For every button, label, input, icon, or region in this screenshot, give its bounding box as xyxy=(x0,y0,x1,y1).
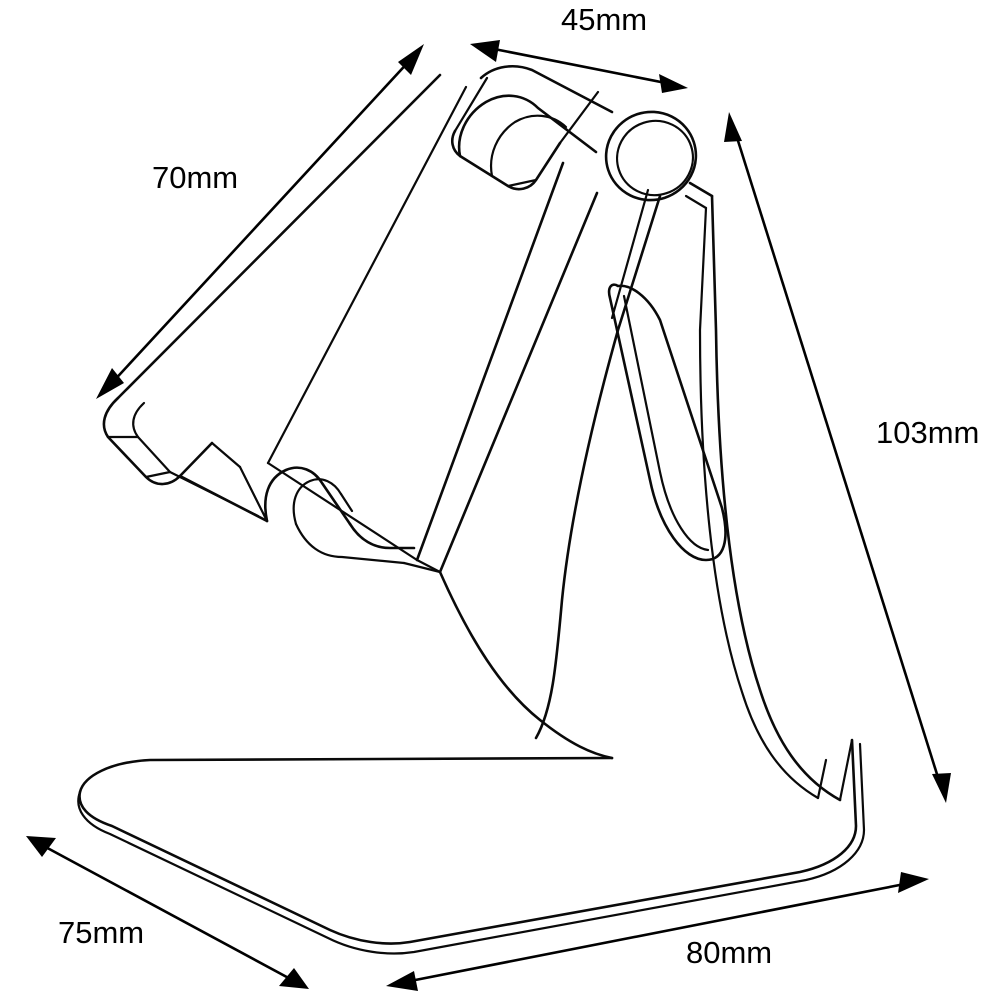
dimension-80mm-arrow-start xyxy=(386,971,418,991)
dimension-line-103mm xyxy=(724,112,951,803)
base-plate-top-face xyxy=(78,738,858,945)
pivot-disc xyxy=(604,110,714,210)
dimension-45mm-arrow-end xyxy=(659,74,688,93)
dimension-line-80mm xyxy=(386,872,929,991)
dimension-line-75mm xyxy=(26,836,309,989)
support-arm xyxy=(438,188,842,802)
cradle-panel-fold-line xyxy=(266,85,468,465)
dimension-103mm-arrow-end xyxy=(932,773,951,803)
dimension-80mm-shaft xyxy=(399,880,916,985)
dimension-75mm-arrow-end xyxy=(279,968,309,989)
dimension-45mm-arrow-start xyxy=(470,40,500,62)
pivot-disc-tab-top xyxy=(688,181,714,198)
dimension-label-70mm: 70mm xyxy=(152,160,239,195)
cradle-lip-lower-rail xyxy=(294,522,406,565)
teardrop-slot-outer xyxy=(607,283,727,562)
support-arm-outer-edge-inner xyxy=(698,206,820,800)
cradle-panel-top-edge xyxy=(116,73,442,400)
cradle-lip-trough-step xyxy=(238,465,269,523)
hinge-notch-pocket xyxy=(450,129,562,191)
hinge-barrel-inner-arc xyxy=(490,114,568,178)
dimension-103mm-arrow-start xyxy=(724,112,742,142)
dimension-70mm-shaft xyxy=(109,57,413,386)
dimension-70mm-arrow-start xyxy=(96,368,124,399)
dimension-label-80mm: 80mm xyxy=(686,935,773,970)
pivot-disc-inner xyxy=(615,119,695,197)
cradle-lip-left-base-thickness xyxy=(144,470,172,479)
hinge-cylinder xyxy=(450,64,614,191)
cradle-lip-right-thickness xyxy=(402,561,442,574)
dimension-70mm-arrow-end xyxy=(398,44,424,75)
hinge-notch-left-wall xyxy=(453,76,489,133)
cradle-panel-outer-right-edge xyxy=(438,191,599,574)
dimension-45mm-shaft xyxy=(483,45,677,87)
cradle-panel-right-edge xyxy=(415,161,565,562)
dimension-line-45mm xyxy=(470,40,688,93)
dimension-75mm-arrow-start xyxy=(26,836,56,857)
dimension-75mm-shaft xyxy=(39,842,297,984)
dimension-103mm-shaft xyxy=(732,127,943,788)
hinge-barrel-front-arc xyxy=(457,94,598,158)
base-plate-bottom-face xyxy=(77,742,866,955)
teardrop-slot xyxy=(607,283,727,562)
teardrop-slot-inner xyxy=(622,294,710,552)
dimension-label-75mm: 75mm xyxy=(58,915,145,950)
hinge-barrel-top-ridge xyxy=(479,64,614,114)
cradle-panel xyxy=(116,73,599,574)
cradle-lip-trough-inner xyxy=(168,470,260,518)
cradle-lip xyxy=(102,396,442,574)
dimension-line-70mm xyxy=(96,44,424,399)
pivot-disc-outer xyxy=(604,110,698,202)
cradle-lip-left-tab-edge xyxy=(210,441,242,469)
pivot-disc-tab-bottom xyxy=(684,194,708,210)
hinge-barrel-seam xyxy=(506,178,538,188)
cradle-lip-right-tab-outer xyxy=(264,466,352,526)
support-arm-front-blend xyxy=(438,570,614,760)
base-plate xyxy=(77,738,866,955)
cradle-lip-right-tab-face xyxy=(348,522,416,550)
support-arm-outer-edge xyxy=(710,194,842,802)
cradle-lip-right-tab-inner xyxy=(292,478,343,526)
dimension-80mm-arrow-end xyxy=(898,872,929,893)
support-arm-inner-edge-highlight xyxy=(610,188,650,320)
support-arm-inner-edge xyxy=(534,194,662,740)
hinge-notch-right-wall xyxy=(558,90,600,145)
dimension-label-103mm: 103mm xyxy=(876,415,980,450)
cradle-lip-right-tab-corner xyxy=(339,492,354,513)
base-plate-rear-corner xyxy=(838,738,854,802)
dimension-label-45mm: 45mm xyxy=(561,2,648,37)
base-plate-rear-corner-inner xyxy=(816,758,828,800)
cradle-lip-left-tab-outer xyxy=(102,396,214,486)
